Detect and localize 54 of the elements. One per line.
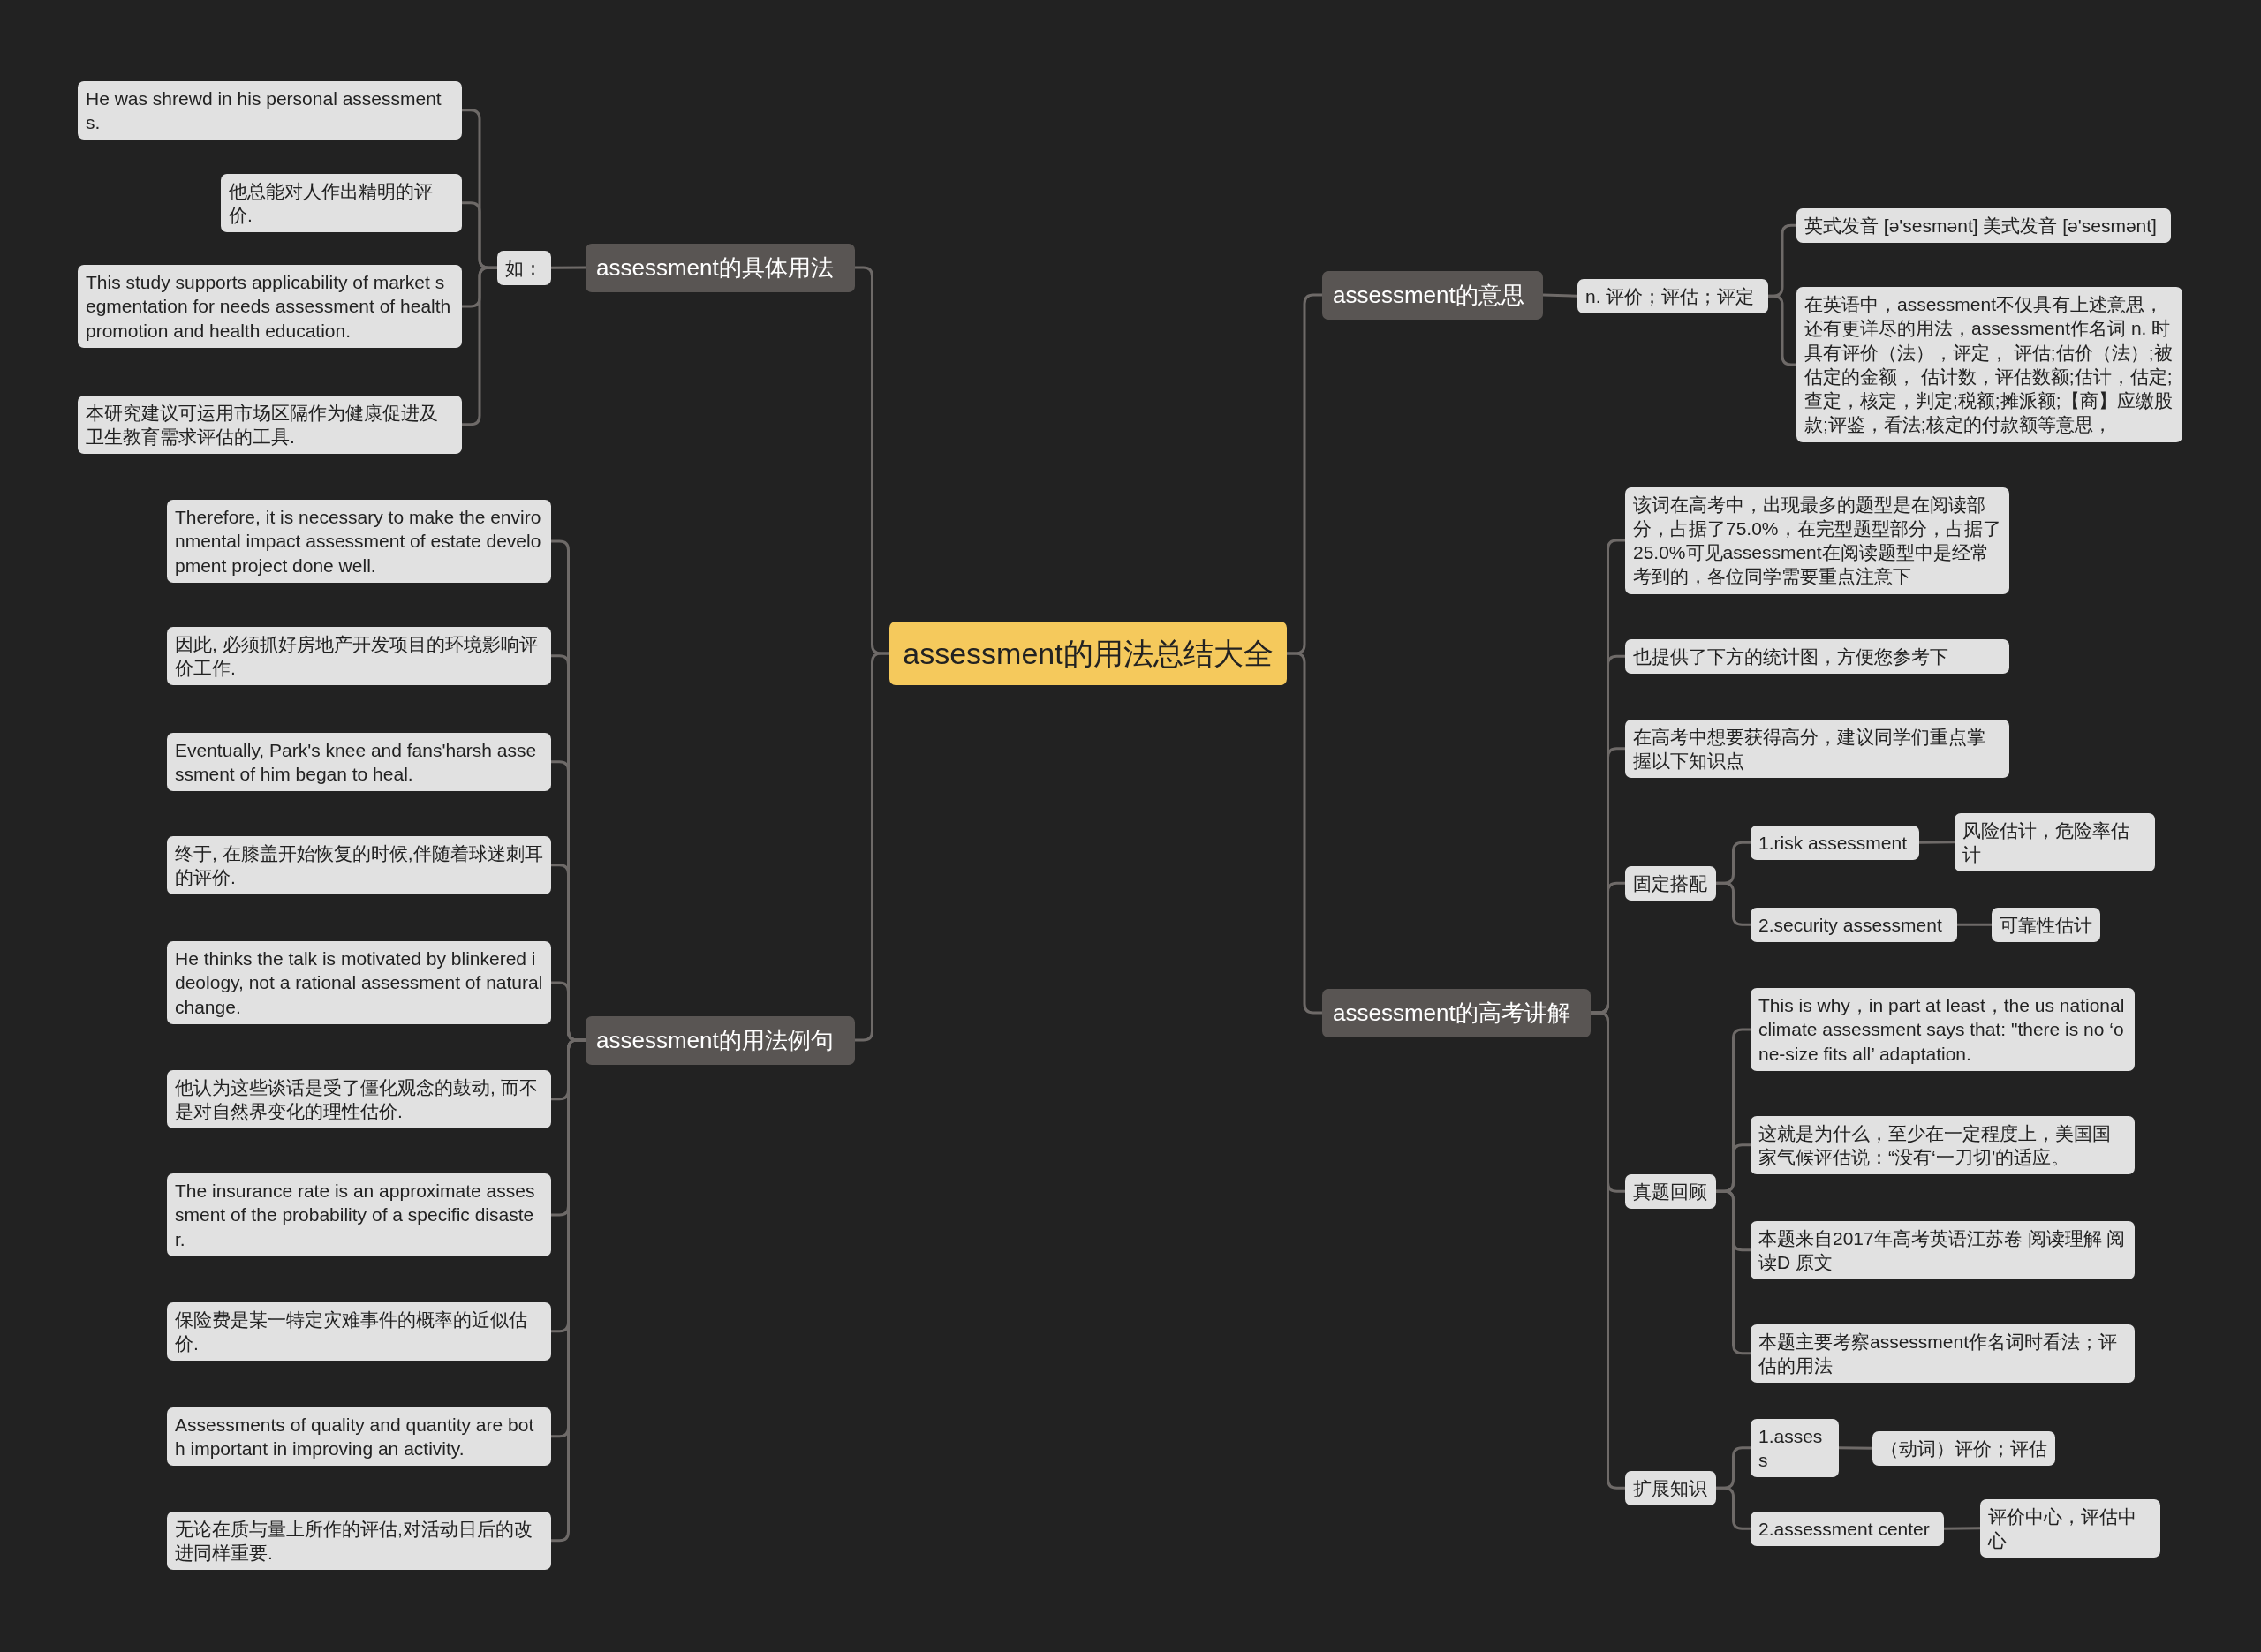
topic-card: The insurance rate is an approximate assessment of the probability of a specific disaster. <box>167 1173 551 1256</box>
topic-card: 如： <box>497 250 551 285</box>
topic-card: Therefore, it is necessary to make the environmental impact assessment of estate development project done well. <box>167 500 551 583</box>
connector-line <box>1957 923 1992 926</box>
connector-line <box>1839 1446 1872 1450</box>
topic-card: 在高考中想要获得高分，建议同学们重点掌握以下知识点 <box>1625 719 2009 779</box>
connector-line <box>1542 293 1578 298</box>
topic-card: 他认为这些谈话是受了僵化观念的鼓动, 而不是对自然界变化的理性估价. <box>167 1069 551 1129</box>
topic-card: 1.assess <box>1751 1418 1839 1478</box>
topic-card: 固定搭配 <box>1625 865 1716 901</box>
topic-card: 可靠性估计 <box>1992 907 2100 942</box>
topic-card: 这就是为什么，至少在一定程度上，美国国家气候评估说：“没有‘一刀切’的适应。 <box>1751 1115 2135 1175</box>
connector-line <box>551 266 586 269</box>
topic-card: This is why，in part at least，the us national climate assessment says that: "there is no ‘one-size fits all’ adaptation. <box>1751 988 2135 1071</box>
topic-card: 扩展知识 <box>1625 1470 1716 1505</box>
topic-card: 2.security assessment <box>1751 907 1957 942</box>
topic-card: 本题主要考察assessment作名词时看法；评估的用法 <box>1751 1324 2135 1384</box>
topic-card: （动词）评价；评估 <box>1872 1430 2055 1466</box>
connector-line <box>1716 1189 1751 1355</box>
topic-card: 因此, 必须抓好房地产开发项目的环境影响评价工作. <box>167 626 551 686</box>
branch-topic: assessment的用法例句 <box>586 1015 855 1065</box>
topic-card: 2.assessment center <box>1751 1511 1944 1546</box>
topic-card: This study supports applicability of market segmentation for needs assessment of health promotion and health education. <box>78 265 462 348</box>
topic-card: He was shrewd in his personal assessments. <box>78 80 462 140</box>
topic-card: 本题来自2017年高考英语江苏卷 阅读理解 阅读D 原文 <box>1751 1220 2135 1280</box>
connector-line <box>1768 294 1796 366</box>
topic-card: 真题回顾 <box>1625 1173 1716 1209</box>
topic-card: 在英语中，assessment不仅具有上述意思，还有更详尽的用法，assessment作名词 n. 时具有评价（法），评定， 评估;估价（法）;被估定的金额， 估计数，评估数额;估计，估定;查定，核定，判定;税额;摊派额;【商】应缴股款;评鉴，看法;核定的付款额等意思， <box>1796 287 2182 442</box>
connector-line <box>1919 841 1955 844</box>
topic-card: n. 评价；评估；评定 <box>1577 278 1768 313</box>
connector-line <box>1944 1527 1980 1530</box>
topic-card: 他总能对人作出精明的评价. <box>221 173 462 233</box>
topic-card: 1.risk assessment <box>1751 825 1919 860</box>
connector-line <box>1287 652 1322 1015</box>
topic-card: Assessments of quality and quantity are both important in improving an activity. <box>167 1407 551 1467</box>
topic-card: 评价中心，评估中心 <box>1980 1498 2160 1558</box>
branch-topic: assessment的高考讲解 <box>1322 988 1591 1037</box>
topic-card: 保险费是某一特定灾难事件的概率的近似估价. <box>167 1301 551 1362</box>
connector-line <box>1716 1486 1751 1530</box>
connector-line <box>462 266 497 426</box>
topic-card: 风险估计，危险率估计 <box>1955 812 2155 872</box>
branch-topic: assessment的具体用法 <box>586 243 855 292</box>
central-topic: assessment的用法总结大全 <box>889 622 1287 686</box>
topic-card: 该词在高考中，出现最多的题型是在阅读部分，占据了75.0%，在完型题型部分，占据了25.0%可见assessment在阅读题型中是经常考到的，各位同学需要重点注意下 <box>1625 487 2009 594</box>
topic-card: He thinks the talk is motivated by blinkered ideology, not a rational assessment of natural change. <box>167 941 551 1024</box>
topic-card: 无论在质与量上所作的评估,对活动日后的改进同样重要. <box>167 1511 551 1571</box>
connector-line <box>1716 881 1751 926</box>
connector-line <box>855 652 889 1042</box>
topic-card: 终于, 在膝盖开始恢复的时候,伴随着球迷刺耳的评价. <box>167 835 551 895</box>
branch-topic: assessment的意思 <box>1322 270 1543 320</box>
topic-card: 本研究建议可运用市场区隔作为健康促进及卫生教育需求评估的工具. <box>78 395 462 455</box>
topic-card: 英式发音 [ə'sesmənt] 美式发音 [ə'sesmənt] <box>1796 207 2171 243</box>
topic-card: 也提供了下方的统计图，方便您参考下 <box>1625 638 2009 674</box>
topic-card: Eventually, Park's knee and fans'harsh assessment of him began to heal. <box>167 732 551 792</box>
